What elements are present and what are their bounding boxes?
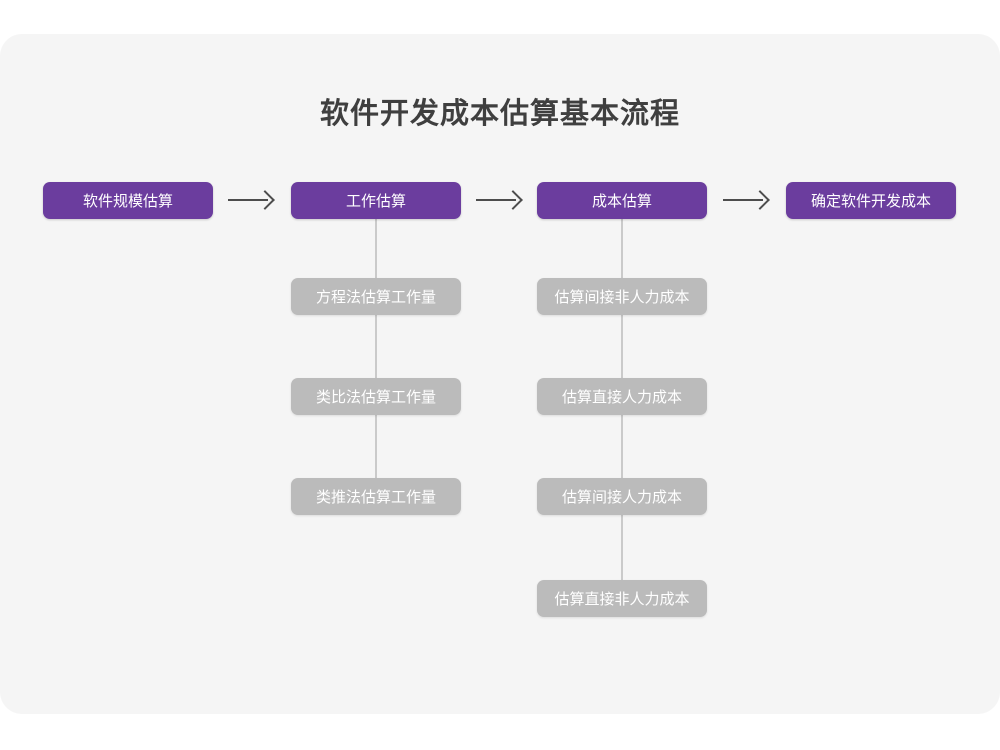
branch-node-cost-2[interactable]: 估算直接人力成本 [537, 378, 707, 415]
branch-node-cost-3[interactable]: 估算间接人力成本 [537, 478, 707, 515]
arrow-shaft [476, 199, 516, 201]
branch-node-cost-4[interactable]: 估算直接非人力成本 [537, 580, 707, 617]
arrow-shaft [723, 199, 763, 201]
arrow-right-icon-3 [723, 190, 770, 210]
arrow-head [503, 190, 523, 210]
connector-line-work-branch [375, 219, 377, 479]
flow-node-software-size-estimation[interactable]: 软件规模估算 [43, 182, 213, 219]
arrow-shaft [228, 199, 268, 201]
flow-node-work-estimation[interactable]: 工作估算 [291, 182, 461, 219]
page-title: 软件开发成本估算基本流程 [319, 98, 680, 130]
arrow-right-icon-2 [476, 190, 523, 210]
branch-node-work-1[interactable]: 方程法估算工作量 [291, 278, 461, 315]
flow-node-cost-estimation[interactable]: 成本估算 [537, 182, 707, 219]
flow-node-determine-development-cost[interactable]: 确定软件开发成本 [786, 182, 956, 219]
arrow-head [255, 190, 275, 210]
diagram-card [0, 34, 1000, 714]
arrow-head [750, 190, 770, 210]
branch-node-work-3[interactable]: 类推法估算工作量 [291, 478, 461, 515]
branch-node-work-2[interactable]: 类比法估算工作量 [291, 378, 461, 415]
branch-node-cost-1[interactable]: 估算间接非人力成本 [537, 278, 707, 315]
arrow-right-icon-1 [228, 190, 275, 210]
